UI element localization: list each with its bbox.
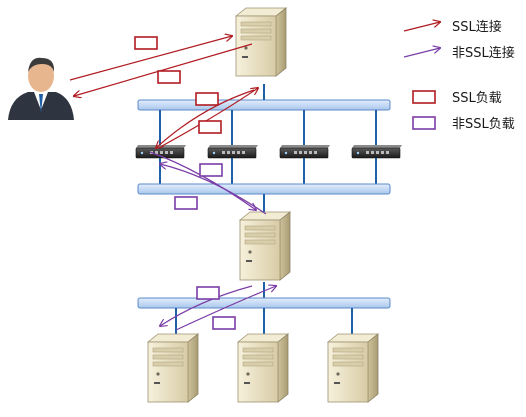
switch-icon	[279, 144, 331, 159]
ssl-connection-arrows	[69, 36, 258, 148]
server-icon	[327, 333, 379, 403]
legend-ssl-connection-arrow	[403, 22, 440, 32]
legend-non-ssl-connection-label: 非SSL连接	[452, 45, 515, 61]
legend-non-ssl-load-box	[412, 116, 436, 130]
switch-icon	[351, 144, 403, 159]
network-bus-bottom	[137, 297, 391, 309]
legend-non-ssl-load-label: 非SSL负载	[452, 117, 515, 132]
legend-ssl-load-label: SSL负载	[452, 91, 502, 106]
non-ssl-load-boxes	[174, 163, 236, 330]
legend-non-ssl-connection-arrow	[403, 48, 440, 58]
ssl-load-boxes	[134, 36, 222, 134]
server-icon	[235, 7, 287, 77]
non-ssl-connection-arrows	[149, 151, 276, 331]
user-icon	[8, 57, 74, 120]
legend-ssl-load-box	[412, 90, 436, 104]
server-icon	[147, 333, 199, 403]
server-icon	[239, 211, 291, 281]
legend: SSL连接 非SSL连接 SSL负载 非SSL负载	[403, 19, 515, 132]
network-bus-middle	[137, 183, 391, 195]
network-links-bottom	[175, 308, 353, 336]
server-icon	[237, 333, 289, 403]
network-bus-top	[137, 99, 391, 111]
network-links-top	[159, 84, 377, 145]
legend-ssl-connection-label: SSL连接	[452, 19, 502, 35]
switch-icon	[207, 144, 259, 159]
